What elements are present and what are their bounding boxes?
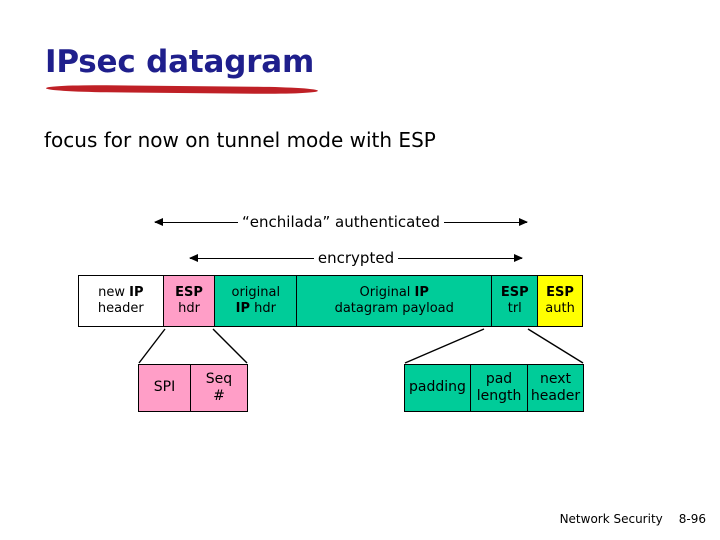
esp-trailer-detail-row: padding pad length next header xyxy=(404,364,584,412)
datagram-field-original-ip-payload: Original IP datagram payload xyxy=(297,276,493,326)
encrypted-arrow-left xyxy=(189,253,314,262)
footer-course-label: Network Security xyxy=(559,512,663,526)
page-title: IPsec datagram xyxy=(45,44,315,80)
subtitle-text: focus for now on tunnel mode with ESP xyxy=(44,128,436,152)
authenticated-span-annotation: “enchilada” authenticated xyxy=(153,211,529,233)
padding-line1-text: padding xyxy=(409,379,466,396)
ipsec-datagram-row: new IP header ESP hdr original IP hdr Or… xyxy=(78,275,583,327)
payload-line1-text: Original xyxy=(359,284,415,300)
nexthdr-line2-text: header xyxy=(530,388,581,404)
esp-header-field-spi: SPI xyxy=(139,365,191,411)
orig-ip-line2-bold: IP xyxy=(235,301,250,316)
esp-hdr-line1-text: ESP xyxy=(175,284,203,300)
new-ip-line2-text: header xyxy=(97,301,144,316)
connector-esp-trl-left xyxy=(404,328,485,364)
payload-line2-text: datagram payload xyxy=(334,301,454,316)
new-ip-line1-bold: IP xyxy=(129,284,144,300)
esp-hdr-line2-text: hdr xyxy=(178,301,200,316)
padlen-line1-text: pad xyxy=(485,370,513,387)
new-ip-line1-text: new xyxy=(98,284,130,300)
seq-line1-text: Seq xyxy=(205,370,233,387)
esp-trl-line2-text: trl xyxy=(507,301,522,316)
datagram-field-original-ip-hdr: original IP hdr xyxy=(215,276,298,326)
datagram-field-new-ip-header: new IP header xyxy=(79,276,164,326)
slide-footer: Network Security 8-96 xyxy=(560,512,706,526)
footer-page-number: 8-96 xyxy=(678,512,706,526)
spi-line1-text: SPI xyxy=(153,379,176,396)
orig-ip-line1-text: original xyxy=(231,284,281,300)
datagram-field-esp-hdr: ESP hdr xyxy=(163,276,216,326)
nexthdr-line1-text: next xyxy=(539,370,571,387)
esp-header-field-seq-num: Seq # xyxy=(191,365,247,411)
datagram-field-esp-auth: ESP auth xyxy=(538,276,582,326)
seq-line2-text: # xyxy=(213,388,225,404)
encrypted-label: encrypted xyxy=(317,248,395,267)
esp-trailer-field-padding: padding xyxy=(405,365,471,411)
esp-trl-line1-text: ESP xyxy=(500,284,529,300)
authenticated-arrow-right xyxy=(444,217,529,226)
esp-auth-line1-text: ESP xyxy=(546,284,574,300)
authenticated-label: “enchilada” authenticated xyxy=(242,212,440,231)
padlen-line2-text: length xyxy=(476,388,522,404)
connector-esp-hdr-left xyxy=(138,328,166,364)
connector-esp-hdr-right xyxy=(212,328,248,364)
payload-line1-bold: IP xyxy=(414,284,429,300)
esp-trailer-field-pad-length: pad length xyxy=(471,365,528,411)
esp-trailer-field-next-header: next header xyxy=(528,365,583,411)
title-underline-decoration xyxy=(45,84,319,95)
encrypted-arrow-right xyxy=(398,253,523,262)
authenticated-arrow-left xyxy=(153,217,239,226)
datagram-field-esp-trl: ESP trl xyxy=(492,276,539,326)
orig-ip-line2-text: hdr xyxy=(249,301,276,316)
encrypted-span-annotation: encrypted xyxy=(189,247,523,269)
esp-auth-line2-text: auth xyxy=(545,301,575,316)
connector-esp-trl-right xyxy=(527,328,584,364)
esp-header-detail-row: SPI Seq # xyxy=(138,364,248,412)
